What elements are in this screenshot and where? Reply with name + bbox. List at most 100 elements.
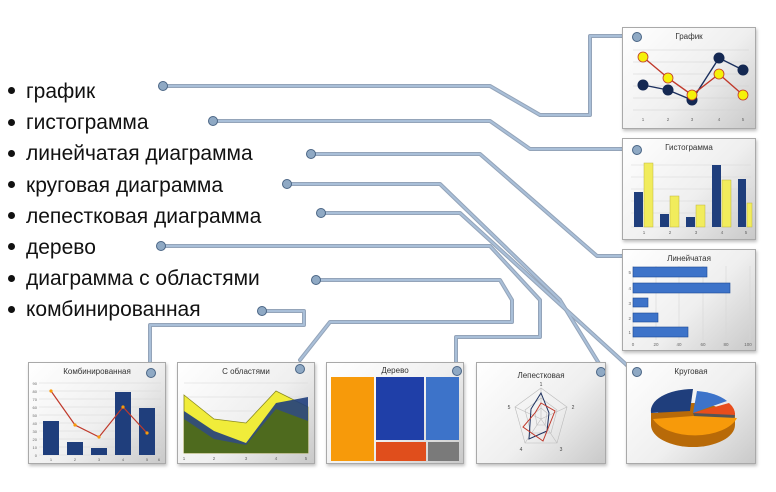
column-bar (634, 192, 643, 227)
pie-chart-graphic (632, 367, 737, 447)
data-point (662, 84, 674, 96)
thumbnail-title: С областями (222, 367, 270, 376)
bullet-text: линейчатая диаграмма (26, 142, 253, 166)
column-bar (67, 442, 83, 455)
tick-label: 60 (33, 405, 38, 410)
axis-label: 3 (560, 447, 563, 453)
tick-label: 5 (305, 456, 308, 461)
bullet-item: гистограмма (6, 107, 261, 138)
treemap-cell (376, 442, 426, 461)
tick-label: 80 (33, 389, 38, 394)
column-bar (660, 214, 669, 227)
pie-slice (650, 388, 693, 413)
column-bar (712, 165, 721, 227)
bullet-dot (8, 243, 15, 251)
pie-chart-thumbnail: Круговая (626, 362, 756, 464)
connector-dot (632, 367, 642, 377)
tick-label: 60 (700, 342, 706, 347)
treemap-cell (331, 377, 374, 461)
pie-slice (693, 403, 736, 415)
tick-label: 2 (669, 230, 672, 235)
data-point (637, 79, 649, 91)
axis-label: 4 (520, 447, 523, 453)
bullet-dot (8, 274, 15, 282)
bullet-dot (8, 118, 15, 126)
column-bar (746, 202, 753, 228)
connector-dot (146, 368, 156, 378)
bullet-text: круговая диаграмма (26, 173, 224, 197)
tick-label: 5 (745, 230, 748, 235)
data-point (686, 89, 698, 101)
tick-label: 4 (718, 117, 721, 122)
axis-label: 1 (540, 382, 543, 388)
tick-label: 4 (628, 286, 631, 291)
column-bar (669, 195, 680, 228)
tick-label: 90 (33, 381, 38, 386)
tick-label: 10 (33, 445, 38, 450)
treemap-cell (376, 377, 424, 440)
connector-dot (306, 149, 316, 159)
bullet-text: диаграмма с областями (26, 267, 260, 291)
area-series (184, 409, 308, 453)
tick-label: 3 (628, 301, 631, 306)
tick-label: 4 (721, 230, 724, 235)
data-point (737, 89, 749, 101)
treemap-cell (426, 377, 459, 440)
tick-label: 5 (742, 117, 745, 122)
data-point (713, 68, 725, 80)
bullet-dot (8, 149, 15, 157)
thumbnail-title: Круговая (674, 367, 708, 376)
thumbnail-title: Линейчатая (667, 254, 711, 263)
thumbnail-title: Дерево (381, 366, 409, 375)
bar (632, 326, 689, 338)
tick-label: 100 (744, 342, 752, 347)
data-point (713, 52, 725, 64)
bullet-text: дерево (26, 235, 96, 259)
tick-label: 1 (642, 117, 645, 122)
tick-label: 5 (628, 270, 631, 275)
column-bar (738, 179, 746, 227)
tick-label: 4 (122, 457, 125, 462)
column-bar (91, 448, 107, 455)
thumbnail-title: Лепестковая (517, 371, 565, 380)
tick-label: 3 (98, 457, 101, 462)
data-point (737, 64, 749, 76)
data-point (97, 435, 101, 439)
bar (632, 312, 659, 323)
column-bar (43, 421, 59, 455)
treemap-graphic (331, 366, 462, 461)
thumbnail-title: Комбинированная (63, 367, 131, 376)
tick-label: 80 (723, 342, 729, 347)
column-bar (721, 179, 732, 228)
bar (632, 282, 731, 294)
bullet-item: комбинированная (6, 294, 261, 325)
column-bar (686, 217, 695, 227)
tick-label: 1 (50, 457, 53, 462)
pie-slice (653, 416, 737, 436)
bullet-item: график (6, 76, 261, 107)
data-point (662, 72, 674, 84)
pie-slice (693, 391, 727, 413)
radar-chart-graphic: 1 2 3 4 5 (508, 367, 605, 453)
thumbnail-title: График (675, 32, 703, 41)
tick-label: 0 (35, 453, 38, 458)
bullet-dot (8, 181, 15, 189)
bullet-item: лепестковая диаграмма (6, 201, 261, 232)
tick-label: 40 (676, 342, 682, 347)
data-point (121, 405, 125, 409)
connector-dot (316, 208, 326, 218)
bullet-dot (8, 212, 15, 220)
bullet-text: комбинированная (26, 298, 201, 322)
tick-label: 6 (158, 457, 161, 462)
chart-type-list: график гистограмма линейчатая диаграмма … (6, 76, 261, 326)
data-point (73, 423, 77, 427)
tick-label: 1 (183, 456, 186, 461)
connector-dot (282, 179, 292, 189)
